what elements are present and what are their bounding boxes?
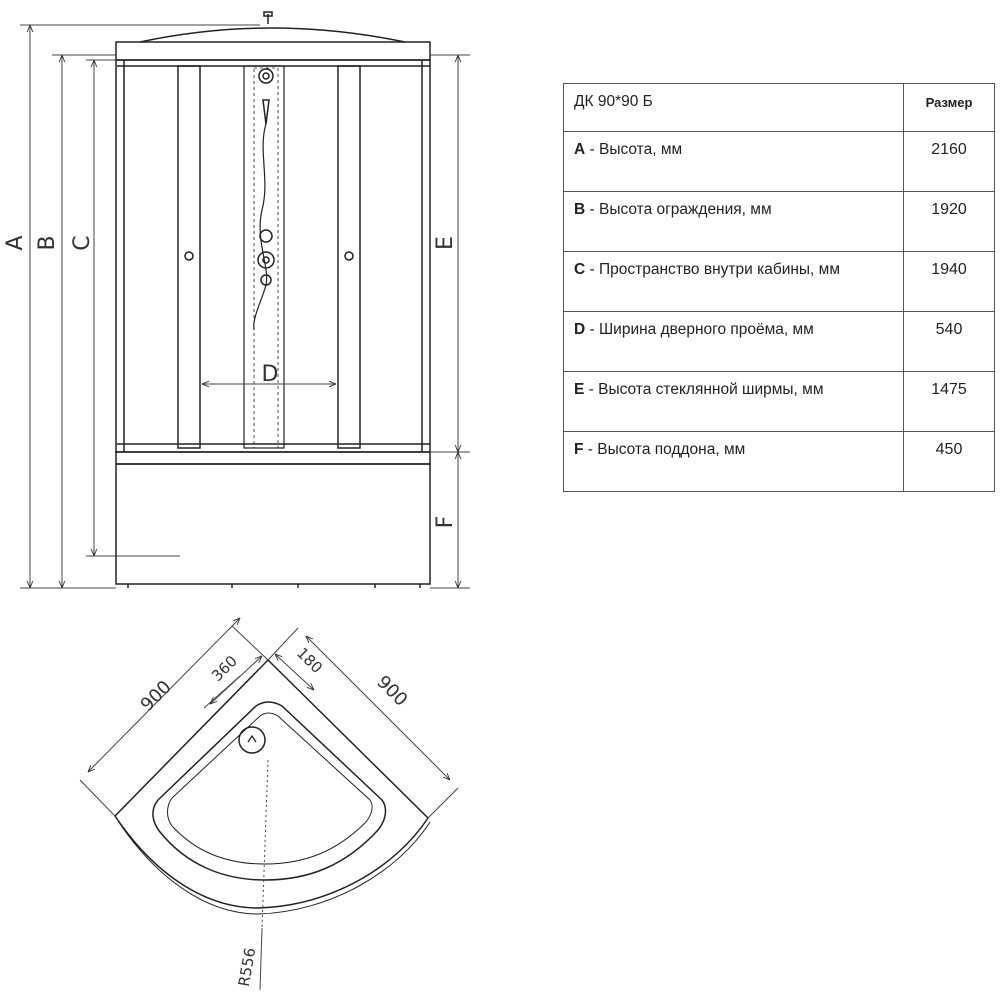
top-view [114,658,431,915]
door-post-right [337,65,361,449]
dim-line-360 [210,656,262,704]
dim-label-900-left: 900 [137,677,176,716]
cabin-tray [115,451,431,465]
control-knob-1 [259,229,273,243]
top-dimensions [79,618,459,991]
table-row: B - Высота ограждения, мм 1920 [563,191,995,252]
control-knob-3 [260,274,272,286]
hand-shower-icon [262,99,270,125]
spec-table-header: ДК 90*90 Б Размер [563,83,995,132]
cabin-roof [139,27,406,43]
row-letter: A [574,141,586,158]
dim-label-900-right: 900 [372,672,411,711]
tray-outline [114,658,429,909]
row-label: - Высота поддона, мм [583,441,746,458]
table-row: C - Пространство внутри кабины, мм 1940 [563,251,995,312]
spec-table: ДК 90*90 Б Размер A - Высота, мм 2160 B … [563,83,995,492]
dim-line-900-left [88,618,240,772]
front-dimension-labels: A B C D E F [3,235,458,528]
row-letter: F [574,441,584,458]
door-handle-left [184,251,194,261]
dim-label-radius: R556 [235,946,260,988]
dim-label-b: B [35,235,60,250]
front-view [115,11,431,588]
door-post-left [177,65,201,449]
row-letter: B [574,201,586,218]
dim-label-a: A [3,235,28,250]
dim-line-180 [275,654,314,690]
dim-line-900-right [306,636,450,780]
dim-label-e: E [433,236,458,250]
front-dimensions [20,24,470,589]
dim-label-180: 180 [293,644,326,677]
spec-table-title: ДК 90*90 Б [563,83,904,132]
control-knob-2 [257,251,275,269]
row-value: 2160 [903,131,995,192]
cabin-tray-body [115,463,431,585]
spec-table-size-header: Размер [903,83,995,132]
table-row: F - Высота поддона, мм 450 [563,431,995,492]
shower-panel [243,65,285,449]
row-label: - Пространство внутри кабины, мм [585,261,840,278]
row-value: 1920 [903,191,995,252]
row-letter: E [574,381,585,398]
row-label: - Высота стеклянной ширмы, мм [584,381,824,398]
row-value: 450 [903,431,995,492]
door-handle-right [344,251,354,261]
row-value: 540 [903,311,995,372]
table-row: A - Высота, мм 2160 [563,131,995,192]
dim-label-d: D [262,362,279,387]
cabin-roof-rim [115,41,431,61]
row-letter: C [574,261,586,278]
row-label: - Высота, мм [585,141,683,158]
table-row: D - Ширина дверного проёма, мм 540 [563,311,995,372]
table-row: E - Высота стеклянной ширмы, мм 1475 [563,371,995,432]
row-value: 1940 [903,251,995,312]
drain-icon [238,726,266,754]
row-value: 1475 [903,371,995,432]
row-label: - Высота ограждения, мм [585,201,772,218]
dim-label-f: F [433,516,458,529]
dim-line-radius [261,759,269,929]
tray-basin [152,701,387,881]
overhead-shower-icon [258,68,274,84]
row-label: - Ширина дверного проёма, мм [585,321,814,338]
dim-label-c: C [70,235,95,250]
row-letter: D [574,321,586,338]
